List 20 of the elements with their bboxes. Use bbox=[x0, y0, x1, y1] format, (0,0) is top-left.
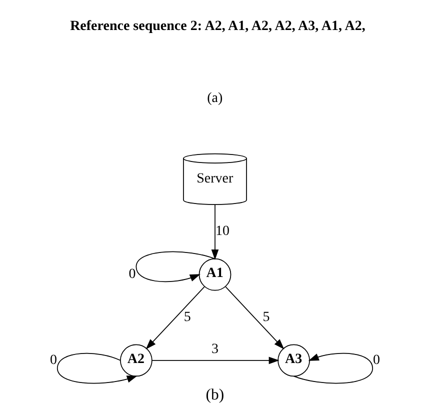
edge-label: 10 bbox=[215, 224, 230, 240]
edge-label: 0 bbox=[373, 352, 380, 368]
edge-label: 0 bbox=[128, 266, 136, 282]
edge-label: 3 bbox=[212, 342, 218, 358]
edge-label: 5 bbox=[262, 310, 270, 325]
node-circle: A1 bbox=[198, 258, 232, 291]
edge-label: 0 bbox=[50, 352, 57, 368]
node-circle: A3 bbox=[278, 344, 310, 377]
arrow bbox=[293, 352, 374, 384]
node-circle: A2 bbox=[120, 344, 152, 377]
arrow bbox=[56, 352, 138, 384]
caption: (b) bbox=[206, 386, 224, 404]
edge-label: 5 bbox=[184, 310, 191, 325]
label: (a) bbox=[207, 90, 223, 106]
arrow bbox=[152, 356, 280, 364]
arrow bbox=[211, 204, 219, 260]
arrow bbox=[225, 286, 284, 350]
arrow bbox=[136, 251, 216, 282]
arrow bbox=[146, 286, 205, 350]
label: Reference sequence 2: A2, A1, A2, A2, A3, A1, A2, bbox=[70, 19, 366, 34]
